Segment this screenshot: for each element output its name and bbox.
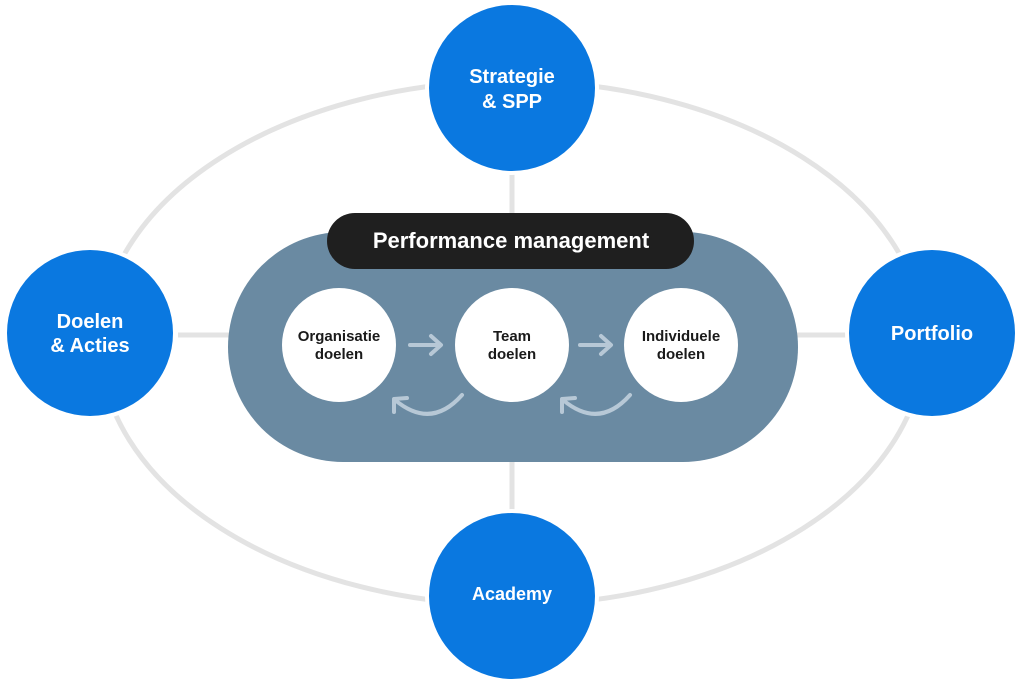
inner-node-organisatie-line2: doelen — [315, 346, 363, 363]
inner-node-team: Team doelen — [455, 288, 569, 402]
outer-node-doelen: Doelen & Acties — [3, 246, 177, 420]
inner-node-individuele-line2: doelen — [657, 346, 705, 363]
outer-node-doelen-line2: & Acties — [50, 335, 129, 357]
inner-node-organisatie-line1: Organisatie — [298, 328, 381, 345]
curved-arrow-back-icon — [560, 393, 632, 416]
outer-node-doelen-line1: Doelen — [57, 311, 124, 333]
outer-node-strategie-line2: & SPP — [482, 91, 542, 113]
connectors — [178, 168, 850, 515]
inner-node-individuele: Individuele doelen — [624, 288, 738, 402]
outer-node-portfolio-line1: Portfolio — [891, 323, 973, 345]
outer-node-strategie: Strategie & SPP — [425, 1, 599, 175]
arrow-right-icon — [578, 334, 613, 356]
inner-node-team-line2: doelen — [488, 346, 536, 363]
outer-node-strategie-line1: Strategie — [469, 66, 555, 88]
title-label: Performance management — [373, 228, 650, 253]
arrow-right-icon — [408, 334, 443, 356]
curved-arrow-back-icon — [392, 393, 464, 416]
inner-node-team-line1: Team — [493, 328, 531, 345]
outer-node-academy: Academy — [425, 509, 599, 683]
title-bar — [327, 213, 694, 269]
inner-node-organisatie: Organisatie doelen — [282, 288, 396, 402]
inner-node-individuele-line1: Individuele — [642, 328, 720, 345]
outer-node-portfolio: Portfolio — [845, 246, 1019, 420]
outer-node-academy-line1: Academy — [472, 584, 552, 604]
